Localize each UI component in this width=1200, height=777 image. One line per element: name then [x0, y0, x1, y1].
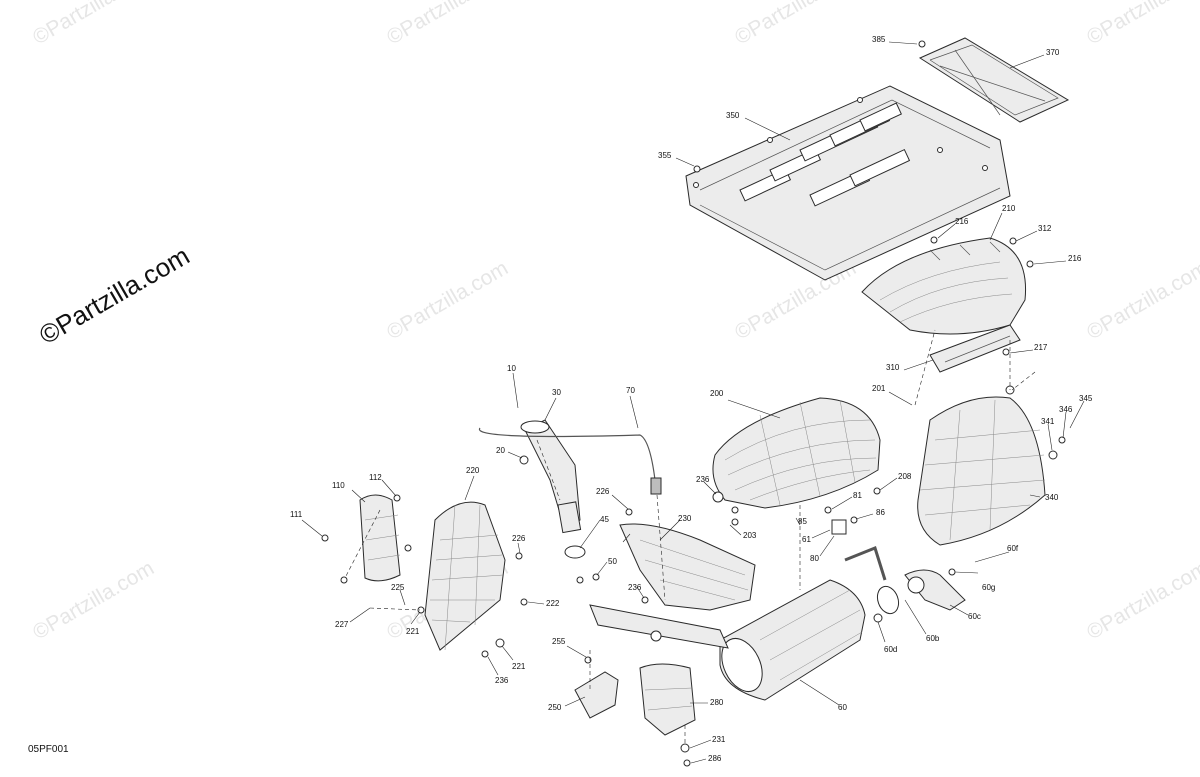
part-70-oxygen-sensor	[478, 427, 662, 495]
part-60c-outlet	[904, 569, 966, 611]
callout-227: 227	[335, 620, 349, 629]
part-340-shield	[917, 396, 1046, 546]
callout-225: 225	[391, 583, 405, 592]
callout-250: 250	[548, 703, 562, 712]
callout-labels: 385 370 350 355 210 216 312 216 217 310 …	[290, 35, 1093, 763]
part-230-heat-shield	[619, 523, 756, 611]
watermark: ©Partzilla.com	[29, 557, 158, 645]
part-50-link-pipe	[589, 604, 729, 649]
callout-203: 203	[743, 531, 757, 540]
callout-286: 286	[708, 754, 722, 763]
callout-230: 230	[678, 514, 692, 523]
leader-lines	[301, 41, 1085, 764]
callout-341: 341	[1041, 417, 1055, 426]
watermark: ©Partzilla.com	[731, 0, 860, 49]
callout-30: 30	[552, 388, 561, 397]
callout-60b: 60b	[926, 634, 940, 643]
callout-70: 70	[626, 386, 635, 395]
callout-231: 231	[712, 735, 726, 744]
callout-216: 216	[1068, 254, 1082, 263]
callout-220: 220	[466, 466, 480, 475]
part-370-bracket	[918, 37, 1070, 123]
callout-86: 86	[876, 508, 885, 517]
callout-110: 110	[332, 481, 345, 490]
callout-111: 111	[290, 510, 303, 519]
part-210-heat-shield	[861, 237, 1027, 335]
callout-385: 385	[872, 35, 886, 44]
watermark: ©Partzilla.com	[29, 0, 158, 49]
callout-355: 355	[658, 151, 672, 160]
watermark: ©Partzilla.com	[1083, 0, 1200, 49]
callout-310: 310	[886, 363, 900, 372]
part-220-heat-shield	[424, 501, 506, 651]
callout-60: 60	[838, 703, 847, 712]
callout-20: 20	[496, 446, 505, 455]
watermark: ©Partzilla.com	[1083, 257, 1200, 345]
part-60-muffler	[719, 579, 866, 701]
watermark: ©Partzilla.com	[1083, 557, 1200, 645]
callout-61: 61	[802, 535, 811, 544]
part-60b-gasket	[876, 585, 900, 615]
hardware-fasteners	[321, 40, 1066, 767]
callout-236: 236	[495, 676, 509, 685]
callout-340: 340	[1045, 493, 1059, 502]
part-250-bracket	[574, 671, 619, 719]
callout-201: 201	[872, 384, 886, 393]
callout-60f: 60f	[1007, 544, 1019, 553]
callout-50: 50	[608, 557, 617, 566]
callout-60d: 60d	[884, 645, 897, 654]
callout-221: 221	[512, 662, 526, 671]
callout-226: 226	[512, 534, 526, 543]
callout-81: 81	[853, 491, 862, 500]
callout-208: 208	[898, 472, 912, 481]
callout-45: 45	[600, 515, 609, 524]
part-110-heat-shield	[359, 494, 401, 582]
callout-60g: 60g	[982, 583, 995, 592]
callout-10: 10	[507, 364, 516, 373]
callout-236: 236	[696, 475, 710, 484]
callout-345: 345	[1079, 394, 1093, 403]
callout-255: 255	[552, 637, 566, 646]
part-60-tailpipe	[844, 546, 887, 581]
callout-60c: 60c	[968, 612, 981, 621]
callout-346: 346	[1059, 405, 1073, 414]
callout-221: 221	[406, 627, 420, 636]
part-280-heat-shield	[639, 663, 696, 736]
callout-222: 222	[546, 599, 560, 608]
watermark: ©Partzilla.com	[383, 257, 512, 345]
part-310-bracket	[929, 324, 1021, 373]
callout-217: 217	[1034, 343, 1048, 352]
part-350-skid-plate	[685, 85, 1011, 281]
callout-112: 112	[369, 473, 382, 482]
diagram-code: 05PF001	[28, 744, 69, 755]
assembly-lines	[344, 329, 1036, 745]
callout-370: 370	[1046, 48, 1060, 57]
part-200-heat-shield	[712, 397, 881, 509]
callout-350: 350	[726, 111, 740, 120]
callout-236: 236	[628, 583, 642, 592]
brand-logo-text: ©Partzilla.com	[34, 240, 194, 350]
callout-226: 226	[596, 487, 610, 496]
callout-216: 216	[955, 217, 969, 226]
callout-85: 85	[798, 517, 807, 526]
callout-280: 280	[710, 698, 724, 707]
callout-200: 200	[710, 389, 724, 398]
callout-80: 80	[810, 554, 819, 563]
callout-210: 210	[1002, 204, 1016, 213]
callout-312: 312	[1038, 224, 1052, 233]
watermark: ©Partzilla.com	[383, 0, 512, 49]
